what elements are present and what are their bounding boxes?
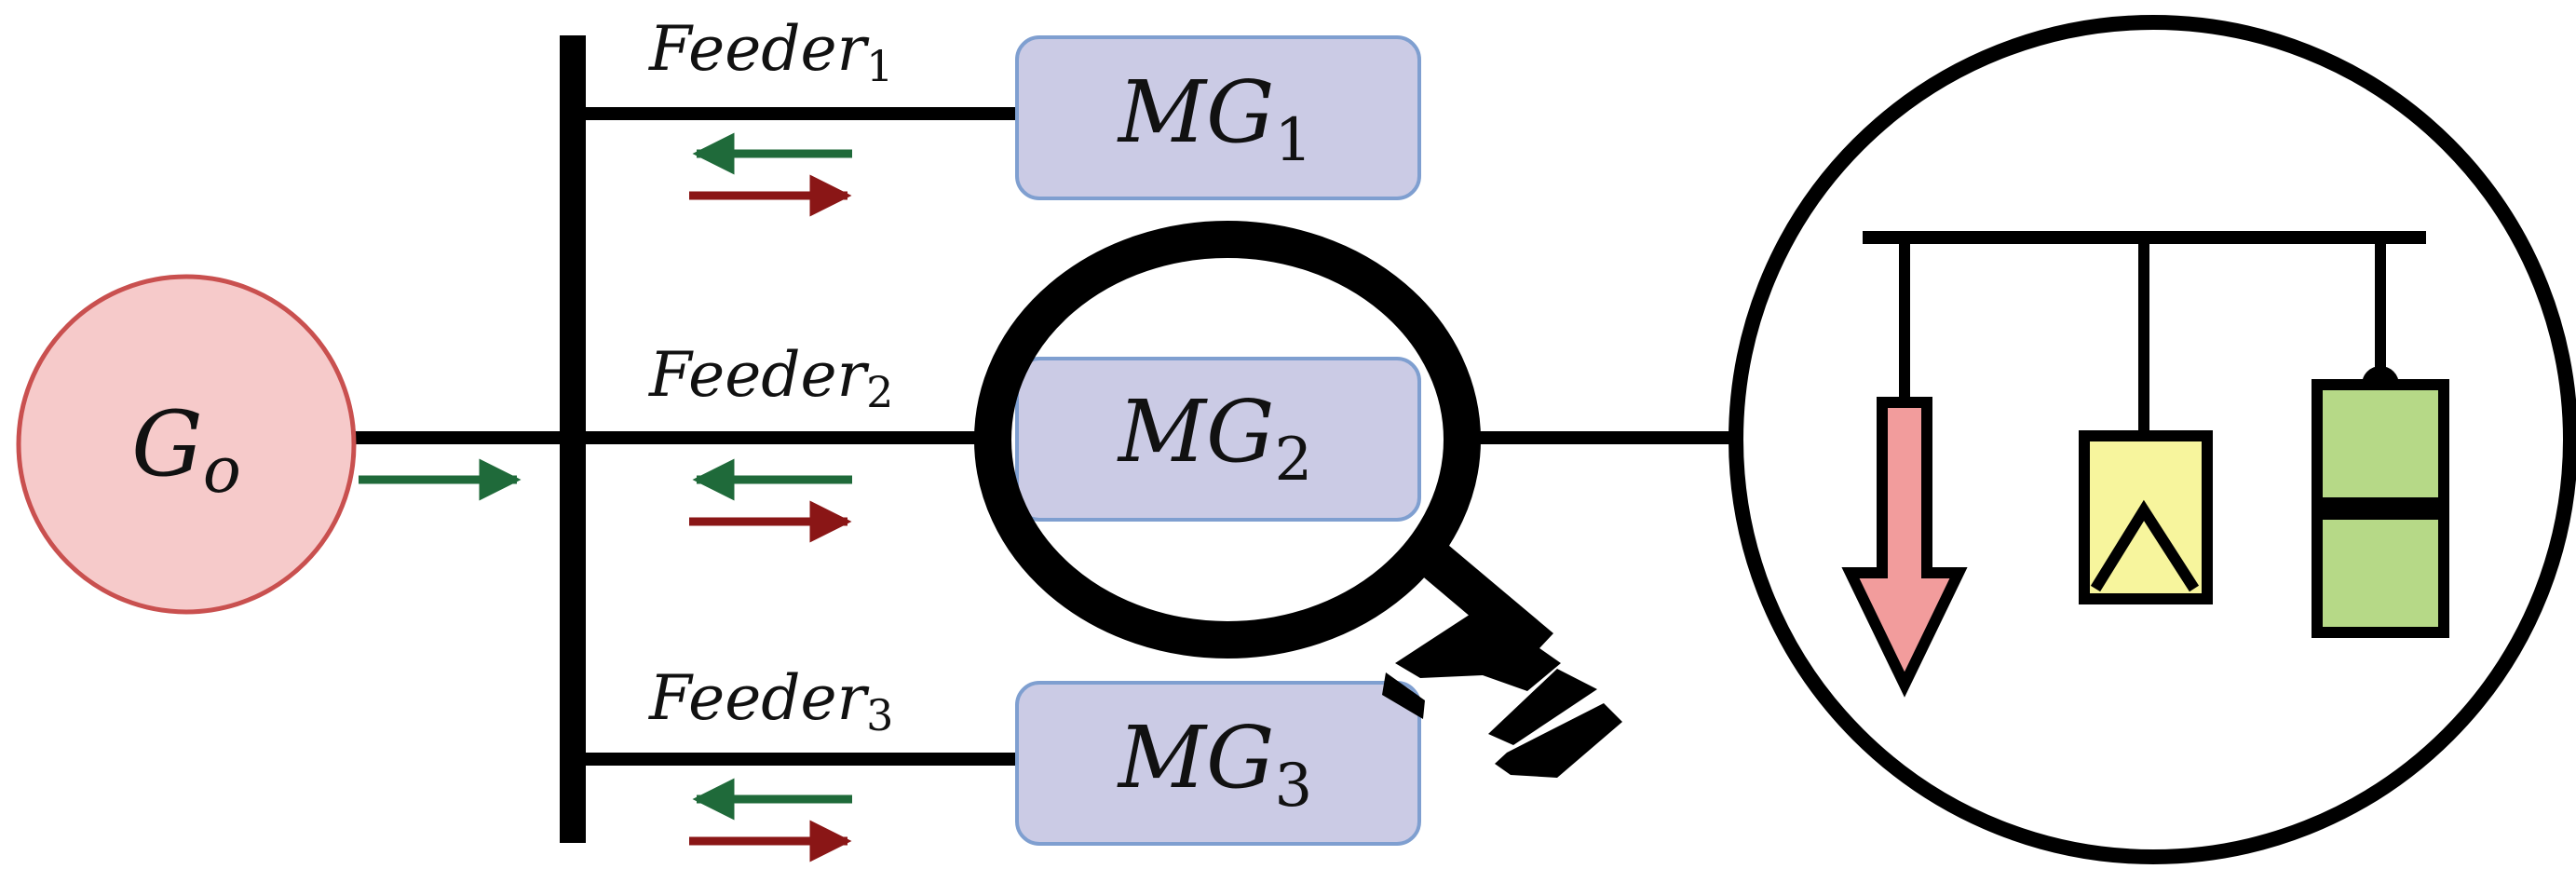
- solar-panel-icon: [2079, 238, 2213, 604]
- feeder-1: Feeder1 MG1: [573, 13, 1421, 217]
- load-arrow-icon: [1841, 238, 1968, 698]
- battery-icon: [2312, 238, 2449, 638]
- feeder-label-3: Feeder3: [648, 662, 893, 740]
- feeder-2: Feeder2 MG2: [573, 339, 1421, 543]
- microgrid-label-2: MG2: [1117, 382, 1312, 495]
- generator-symbol: G: [131, 392, 203, 496]
- generator-label: Go: [131, 392, 241, 508]
- generator-circle: [16, 274, 357, 615]
- microgrid-label-3: MG3: [1117, 708, 1312, 821]
- microgrid-box-1: [1015, 35, 1421, 200]
- generator-subscript: o: [203, 434, 241, 508]
- microgrid-3: MG3: [1015, 681, 1421, 846]
- microgrid-2: MG2: [1015, 357, 1421, 522]
- feeder-label-2: Feeder2: [648, 339, 893, 417]
- microgrid-label-1: MG1: [1117, 62, 1312, 175]
- microgrid-box-3: [1015, 681, 1421, 846]
- microgrid-1: MG1: [1015, 35, 1421, 200]
- microgrid-box-2: [1015, 357, 1421, 522]
- generator: Go: [16, 274, 357, 615]
- magnifying-glass-icon: [974, 221, 1622, 778]
- feeder-3: Feeder3 MG3: [573, 662, 1421, 862]
- feeder-label-1: Feeder1: [648, 13, 893, 91]
- microgrid-detail: [1729, 15, 2576, 864]
